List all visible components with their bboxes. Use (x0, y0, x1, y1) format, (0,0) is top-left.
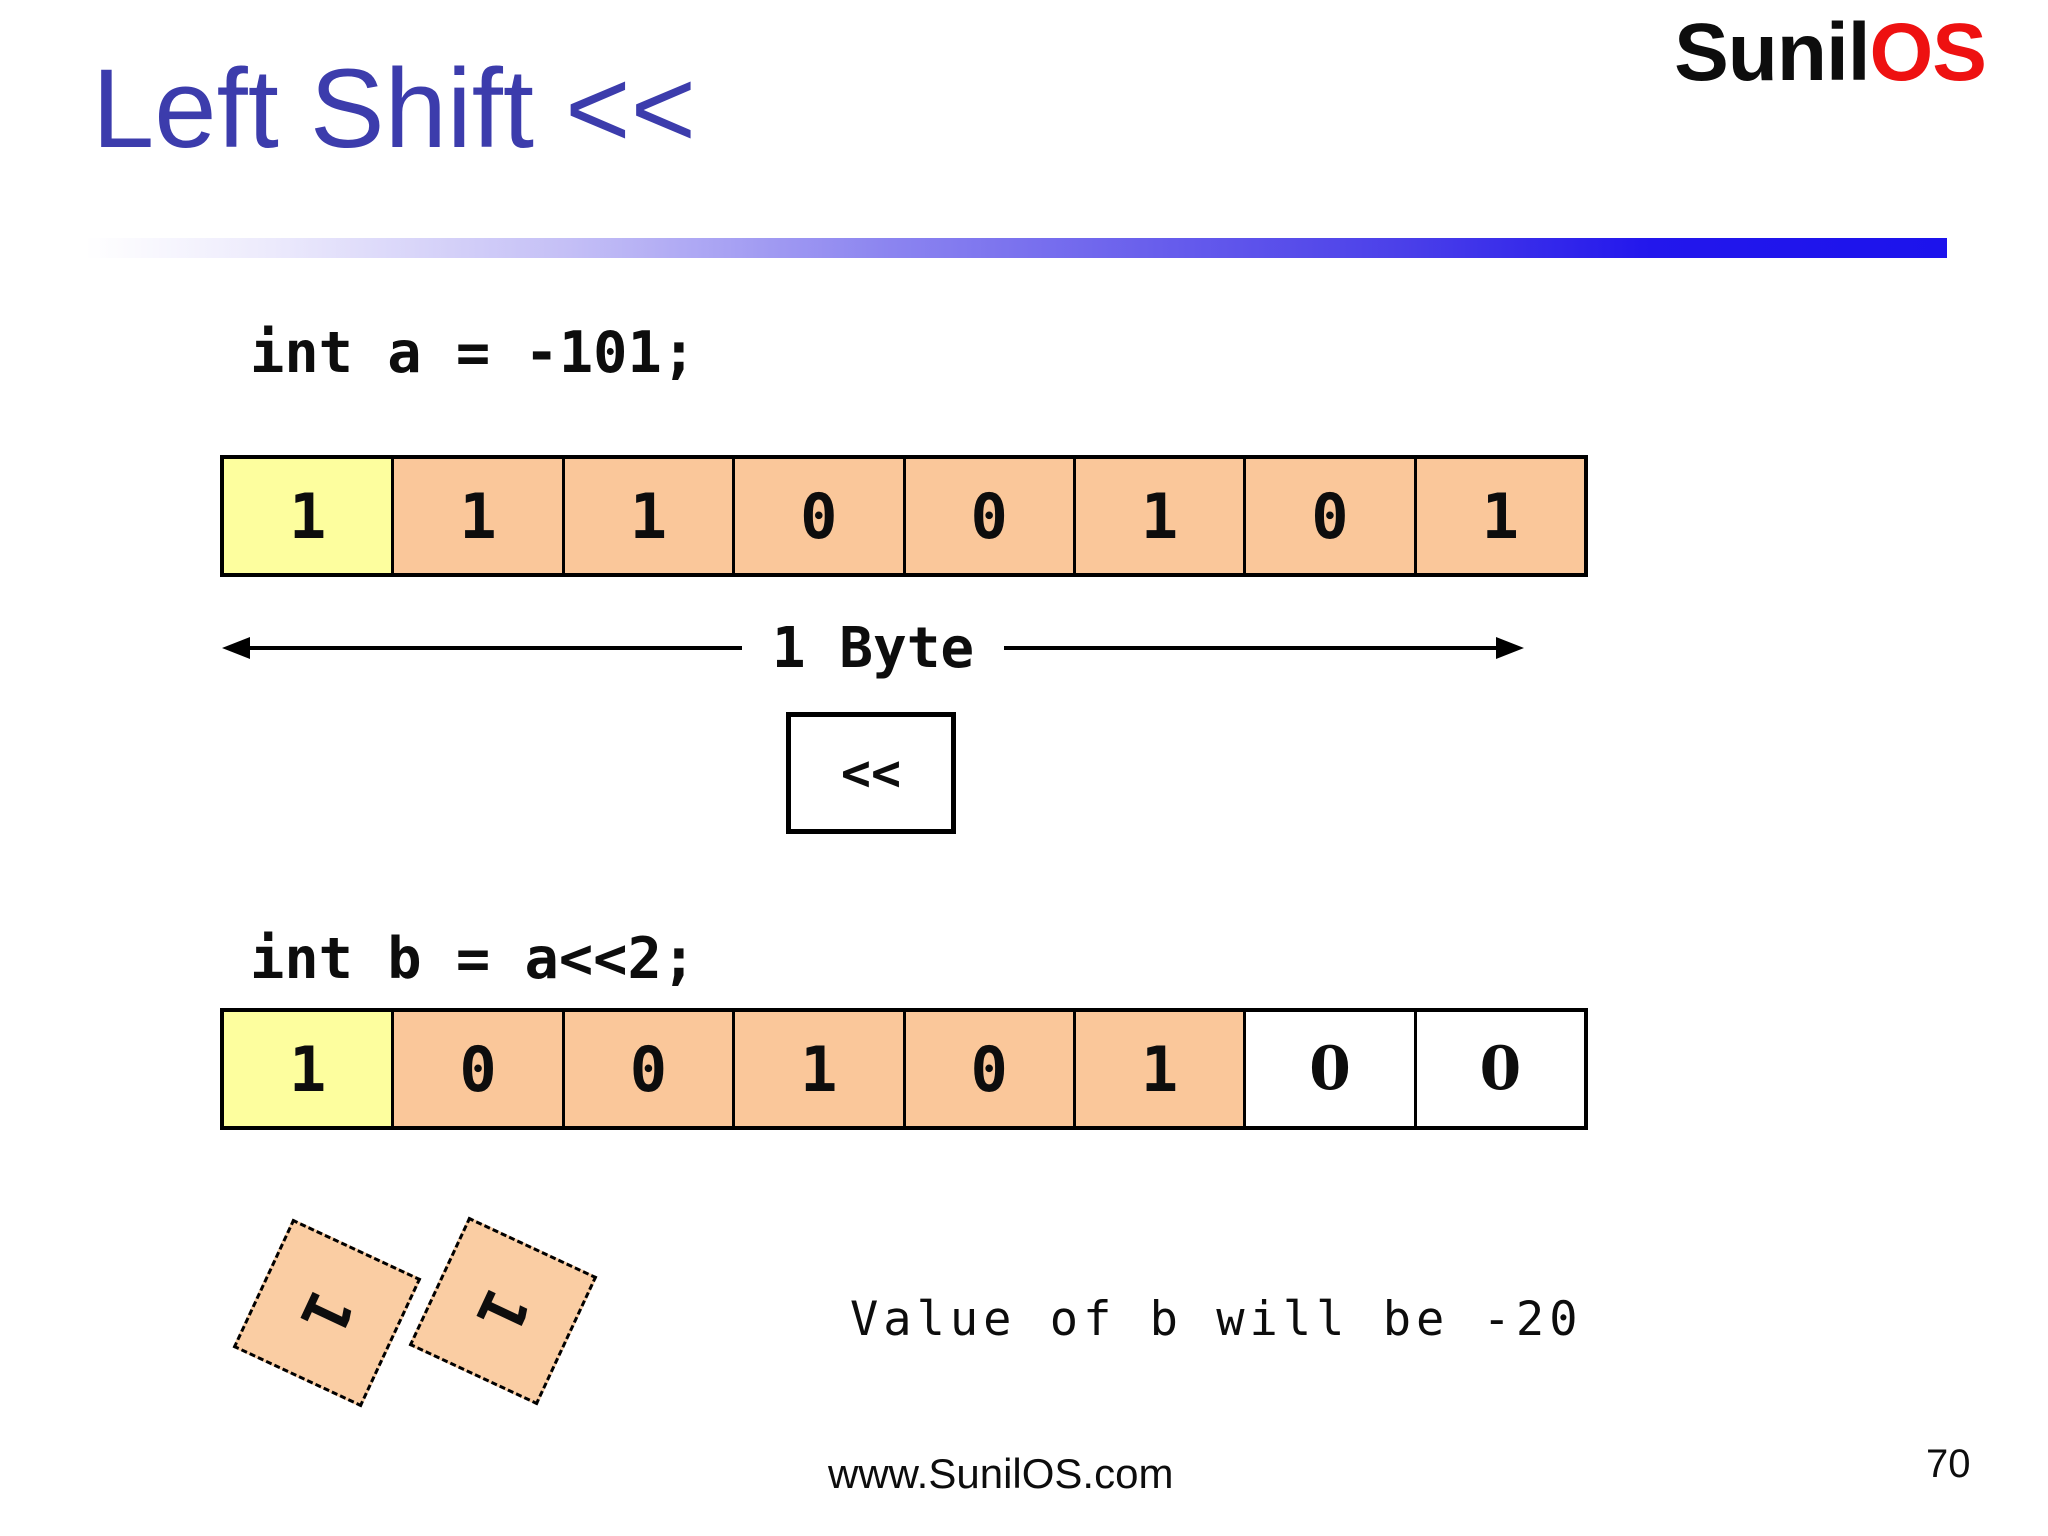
bit-cell: 0 (391, 1012, 562, 1126)
bit-cell: 0 (1413, 1012, 1584, 1126)
bit-cell: 1 (1072, 1012, 1244, 1126)
byte-width-arrow: 1 Byte (222, 615, 1525, 681)
arrow-line-right (1004, 646, 1497, 650)
page-title: Left Shift << (92, 46, 696, 171)
arrowhead-left-icon (222, 637, 250, 659)
code-line-int-b: int b = a<<2; (250, 926, 697, 992)
bit-cell: 1 (561, 459, 733, 573)
bit-cell: 0 (902, 459, 1073, 573)
code-line-int-a: int a = -101; (250, 320, 697, 386)
bit-cell: 0 (732, 459, 903, 573)
footer-page-number: 70 (1926, 1442, 1971, 1486)
bit-cell: 0 (1243, 1012, 1414, 1126)
logo-text-black: Sunil (1674, 7, 1870, 98)
bit-cell: 1 (224, 1012, 392, 1126)
sunilos-logo: SunilOS (1674, 6, 1987, 100)
logo-text-red: OS (1869, 7, 1987, 98)
bit-cell: 1 (732, 1012, 903, 1126)
bit-cell: 1 (391, 459, 562, 573)
bit-cell: 0 (1243, 459, 1414, 573)
bit-cell: 1 (1072, 459, 1244, 573)
shifted-out-bit-2: 1 (408, 1216, 598, 1406)
bit-cell: 0 (902, 1012, 1073, 1126)
footer-website: www.SunilOS.com (828, 1450, 1174, 1497)
title-underline-gradient-bar (85, 238, 1947, 258)
result-text: Value of b will be -20 (850, 1292, 1583, 1347)
arrow-line-left (250, 646, 742, 650)
bit-cell: 0 (561, 1012, 733, 1126)
arrowhead-right-icon (1496, 637, 1525, 659)
shift-operator-box: << (786, 712, 956, 834)
shifted-out-bit-1: 1 (232, 1218, 422, 1408)
byte-label: 1 Byte (771, 615, 975, 681)
shifted-out-bit-2-value: 1 (462, 1278, 544, 1344)
shifted-out-bit-1-value: 1 (286, 1280, 368, 1346)
bit-cell: 1 (224, 459, 392, 573)
bit-cell: 1 (1413, 459, 1584, 573)
